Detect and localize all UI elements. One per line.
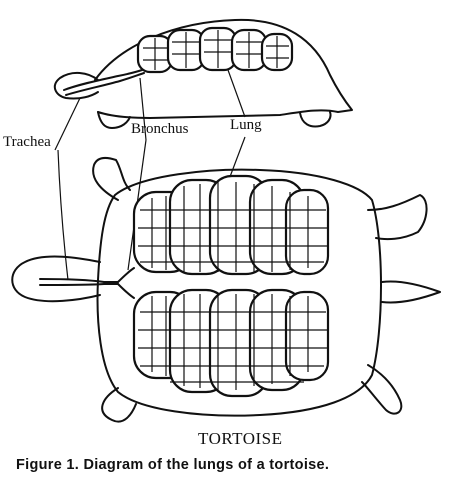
ventral-front-leg-bottom: [101, 387, 137, 423]
ventral-trachea-2: [39, 283, 119, 286]
side-view-tortoise: [53, 18, 353, 129]
ventral-bronchus-bottom: [117, 283, 135, 299]
ventral-front-leg-top: [92, 157, 131, 201]
ventral-hind-leg-bottom: [361, 364, 403, 415]
ventral-head: [11, 255, 101, 303]
ventral-view-tortoise: [11, 157, 441, 423]
animal-label: TORTOISE: [198, 429, 283, 448]
lung-upper: [132, 174, 330, 276]
lung-lower: [132, 288, 330, 398]
side-view-hind-leg: [299, 111, 332, 128]
side-view-head: [53, 72, 99, 100]
side-view-shell: [94, 18, 353, 119]
trachea-label: Trachea: [3, 134, 51, 150]
lung-label: Lung: [230, 117, 262, 133]
ventral-shell: [96, 168, 382, 417]
ventral-hind-leg-top: [367, 194, 428, 241]
lung-leader-top: [227, 69, 246, 118]
side-view-trachea: [63, 69, 143, 91]
bronchus-leader-top: [139, 77, 147, 141]
side-view-trachea-2: [65, 72, 145, 96]
ventral-bronchus-top: [117, 267, 135, 283]
side-view-lung: [136, 26, 294, 74]
ventral-trachea: [39, 278, 119, 283]
figure-caption: Figure 1. Diagram of the lungs of a tort…: [16, 457, 330, 473]
trachea-leader-top: [54, 97, 81, 151]
bronchus-label: Bronchus: [131, 121, 189, 137]
side-view-front-leg: [97, 111, 131, 129]
ventral-tail: [381, 280, 441, 304]
trachea-leader: [57, 149, 69, 281]
